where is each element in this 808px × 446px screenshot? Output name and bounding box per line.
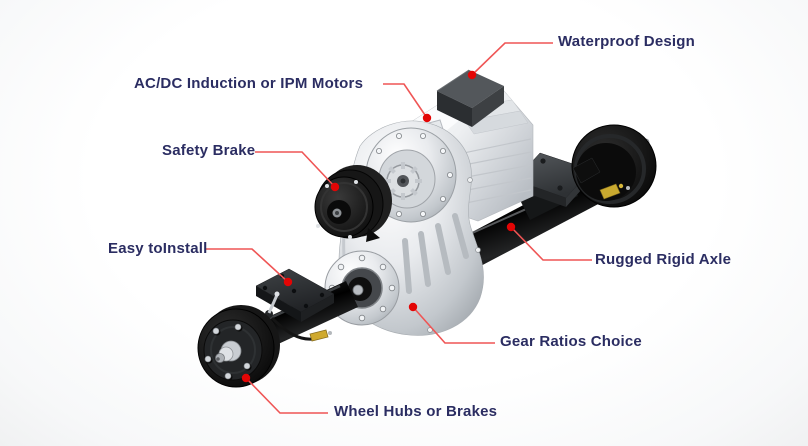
callout-dot-easy-install	[283, 277, 293, 287]
mount-plate-left	[255, 268, 335, 322]
callout-label-wheel-hubs: Wheel Hubs or Brakes	[334, 403, 498, 420]
cable-fitting-yellow	[309, 329, 329, 342]
brake-cable	[265, 291, 332, 342]
callout-line-safety-brake	[255, 151, 340, 192]
wheel-hub-left	[197, 305, 280, 388]
wheel-hub-right	[571, 124, 657, 208]
gearbox-ribs	[402, 213, 469, 294]
callout-dot-motors	[422, 113, 432, 123]
safety-brake-drum	[314, 165, 392, 242]
callout-label-safety-brake: Safety Brake	[162, 142, 256, 159]
callout-label-gear-ratios: Gear Ratios Choice	[500, 333, 642, 350]
callout-line-wheel-hubs	[241, 373, 328, 414]
input-spline-gear	[384, 162, 422, 200]
plate-bolt-holes	[262, 273, 325, 309]
callout-dot-gear-ratios	[408, 302, 418, 312]
callout-dot-waterproof	[467, 70, 477, 80]
wheel-studs	[204, 323, 252, 381]
callout-label-motors: AC/DC Induction or IPM Motors	[134, 75, 364, 92]
callout-line-rugged-axle	[506, 222, 592, 261]
callout-label-waterproof: Waterproof Design	[558, 33, 696, 50]
callout-dot-wheel-hubs	[241, 373, 251, 383]
spindle-nut	[215, 340, 242, 363]
callout-line-waterproof	[467, 42, 553, 80]
callout-lines	[205, 42, 592, 414]
callout-line-easy-install	[205, 248, 293, 287]
callout-line-gear-ratios	[408, 302, 495, 344]
callout-label-rugged-axle: Rugged Rigid Axle	[595, 251, 732, 268]
brake-shoe-yellow	[599, 183, 621, 200]
callout-dot-safety-brake	[330, 182, 340, 192]
callout-dot-rugged-axle	[506, 222, 516, 232]
callout-label-easy-install: Easy toInstall	[108, 240, 208, 257]
waterproof-junction-box	[436, 69, 504, 127]
callout-line-motors	[383, 83, 432, 123]
